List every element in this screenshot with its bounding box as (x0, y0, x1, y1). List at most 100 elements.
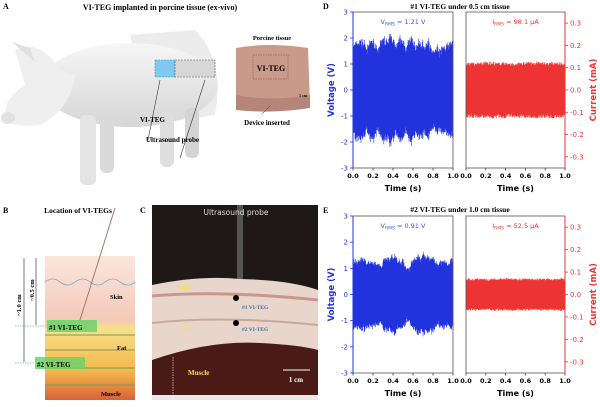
teg2-label-c: #2 VI-TEG (242, 327, 269, 333)
panel-c-letter: C (140, 206, 146, 215)
x-axis-label: Time (s) (497, 389, 534, 398)
x-tick-label: 0.2 (480, 377, 492, 385)
voltage-y-axis-label: Voltage (V) (327, 63, 337, 117)
panel-b-letter: B (3, 206, 9, 215)
x-tick-label: 1.0 (447, 172, 459, 180)
current-y-tick-label: 0.1 (570, 64, 581, 72)
voltage-y-tick-label: 1 (344, 61, 348, 69)
current-y-tick-label: 0.3 (570, 20, 581, 28)
voltage-y-tick-label: 2 (344, 239, 348, 247)
current-y-axis-label: Current (mA) (589, 263, 599, 326)
skin-label-c: Skin (178, 284, 191, 291)
panel-d-letter: D (323, 2, 329, 11)
voltage-y-tick-label: 1 (344, 265, 348, 273)
panel-a-title: VI-TEG implanted in porcine tissue (ex-v… (83, 3, 238, 12)
x-tick-label: 0.4 (387, 377, 399, 385)
rms-value: = 98.1 μA (504, 18, 539, 26)
x-tick-label: 0.6 (407, 172, 419, 180)
teg1-badge (47, 320, 97, 332)
x-tick-label: 0.8 (427, 172, 439, 180)
ultrasound-probe-label: Ultrasound probe (146, 136, 199, 144)
x-tick-label: 0.6 (520, 377, 532, 385)
voltage-y-tick-label: -2 (341, 343, 348, 351)
current-signal-line (465, 278, 566, 312)
panel-b: B Location of VI-TEGs ~1.0 cm ~0.5 cm Sk… (3, 206, 136, 400)
voltage-rms-annotation: VRMS = 1.21 V (381, 18, 426, 28)
rms-symbol: V (381, 18, 386, 26)
x-tick-label: 0.4 (387, 172, 399, 180)
x-tick-label: 0.4 (500, 377, 512, 385)
rms-subscript: RMS (494, 22, 504, 28)
muscle-label: Muscle (101, 391, 121, 398)
pig-illustration (1, 30, 218, 185)
depth-1cm-label: ~1.0 cm (16, 294, 23, 316)
rms-symbol: I (492, 18, 494, 26)
current-y-tick-label: -0.2 (570, 131, 584, 139)
panel-a: A VI-TEG implanted in porcine tissue (ex… (1, 2, 310, 185)
panel-d-chart: D #1 VI-TEG under 0.5 cm tissue 3210-1-2… (323, 2, 599, 193)
current-y-tick-label: -0.3 (570, 358, 584, 366)
rms-subscript: RMS (494, 226, 504, 232)
tissue-vi-teg-label: VI-TEG (257, 64, 285, 73)
x-tick-label: 0.8 (539, 377, 551, 385)
x-tick-label: 0.2 (367, 172, 379, 180)
current-y-tick-label: 0.0 (570, 291, 581, 299)
ultrasound-probe-label-c: Ultrasound probe (204, 208, 269, 217)
rms-symbol: V (381, 222, 386, 230)
voltage-y-tick-label: 3 (344, 9, 348, 17)
x-axis-label: Time (s) (385, 184, 422, 193)
porcine-tissue-title: Porcine tissue (253, 35, 291, 42)
fat-label-c: Fat (181, 325, 191, 332)
x-tick-label: 0.0 (347, 377, 359, 385)
current-y-tick-label: 0.1 (570, 269, 581, 277)
x-tick-label: 1.0 (447, 377, 459, 385)
voltage-y-tick-label: 0 (344, 87, 348, 95)
skin-label: Skin (110, 294, 123, 301)
current-signal-line (465, 61, 566, 119)
rms-subscript: RMS (385, 22, 395, 28)
x-tick-label: 0.8 (539, 172, 551, 180)
vi-teg-label: VI-TEG (140, 116, 165, 124)
voltage-y-tick-label: 0 (344, 291, 348, 299)
teg2-label: #2 VI-TEG (37, 361, 71, 369)
teg1-label-c: #1 VI-TEG (242, 305, 269, 311)
muscle-label-c: Muscle (188, 369, 209, 377)
current-y-tick-label: -0.1 (570, 313, 584, 321)
panel-b-title: Location of VI-TEGs (44, 206, 112, 215)
voltage-y-tick-label: -3 (341, 370, 348, 378)
voltage-y-tick-label: -2 (341, 139, 348, 147)
voltage-y-axis-label: Voltage (V) (327, 267, 337, 321)
rms-subscript: RMS (385, 226, 395, 232)
current-rms-annotation: IRMS = 52.5 μA (492, 222, 539, 232)
rms-value: = 52.5 μA (504, 222, 539, 230)
voltage-y-tick-label: 3 (344, 213, 348, 221)
rms-value: = 0.91 V (395, 222, 426, 230)
voltage-y-tick-label: -3 (341, 165, 348, 173)
x-tick-label: 1.0 (559, 377, 571, 385)
current-y-tick-label: 0.2 (570, 246, 581, 254)
x-tick-label: 0.2 (480, 172, 492, 180)
voltage-y-tick-label: -1 (341, 113, 348, 121)
rms-symbol: I (492, 222, 494, 230)
panel-c: C Ultrasound probe Skin Fat Muscle #1 VI… (140, 205, 319, 400)
current-y-tick-label: -0.2 (570, 336, 584, 344)
x-tick-label: 0.2 (367, 377, 379, 385)
rms-value: = 1.21 V (395, 18, 426, 26)
tissue-scale-label: 1 cm (299, 93, 308, 98)
current-y-tick-label: 0.0 (570, 87, 581, 95)
voltage-rms-annotation: VRMS = 0.91 V (381, 222, 426, 232)
depth-05cm-label: ~0.5 cm (29, 279, 36, 301)
device-inserted-label: Device inserted (244, 119, 290, 127)
current-y-axis-label: Current (mA) (589, 59, 599, 122)
x-tick-label: 0.0 (460, 172, 472, 180)
panel-e-title: #2 VI-TEG under 1.0 cm tissue (410, 205, 510, 214)
x-tick-label: 0.4 (500, 172, 512, 180)
voltage-signal-line (352, 251, 454, 337)
x-axis-label: Time (s) (385, 389, 422, 398)
x-tick-label: 0.6 (407, 377, 419, 385)
teg2-badge (35, 357, 85, 369)
current-rms-annotation: IRMS = 98.1 μA (492, 18, 539, 28)
panel-e-letter: E (323, 206, 328, 215)
voltage-signal-line (352, 33, 454, 148)
current-y-tick-label: -0.1 (570, 109, 584, 117)
